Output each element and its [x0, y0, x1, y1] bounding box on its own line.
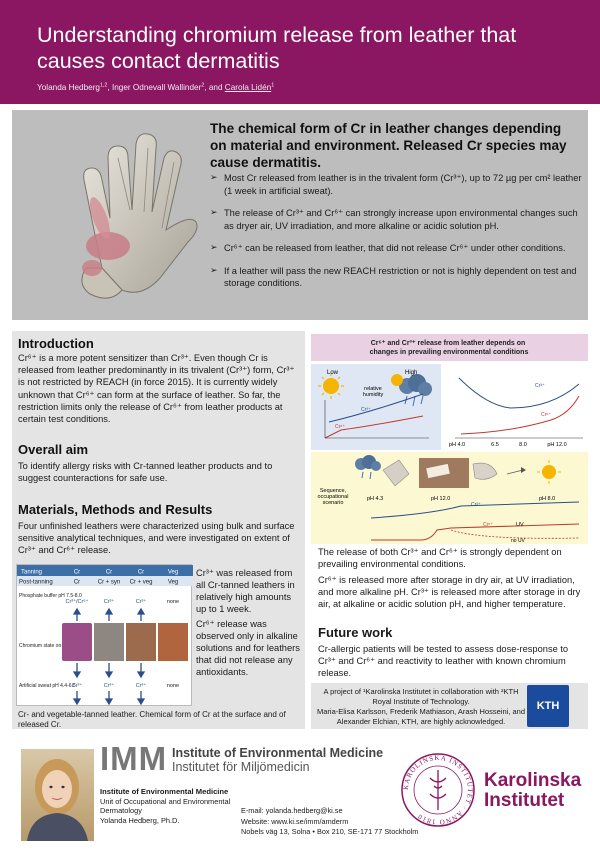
list-item: Most Cr released from leather is in the … [210, 172, 582, 197]
table-cell: Veg [168, 580, 178, 586]
cr6-label: Cr⁶⁺ [483, 522, 493, 528]
cr6-ph-curve [460, 395, 580, 435]
methods-text: Four unfinished leathers were characteri… [18, 521, 295, 556]
leather-swatch [158, 623, 188, 661]
imm-logo: IMM Institute of Environmental Medicine … [100, 740, 384, 777]
leather-table-figure: Tanning Post-tanning Cr Cr Cr Veg Cr Cr … [16, 564, 193, 706]
table-cell: Cr³⁺ [104, 598, 115, 605]
cr3-label: Cr³⁺ [471, 502, 481, 508]
list-item: If a leather will pass the new REACH res… [210, 265, 582, 290]
raincloud-icon [355, 455, 381, 480]
aim-heading: Overall aim [18, 442, 89, 457]
table-cell: Cr [74, 580, 80, 586]
cloud-icon [391, 374, 432, 407]
table-cell: Cr [106, 570, 112, 576]
table-row-header-label: Post-tanning [19, 580, 53, 586]
sun-icon [542, 465, 556, 479]
table-cell: none [167, 599, 179, 605]
left-column: Introduction Cr⁶⁺ is a more potent sensi… [12, 331, 305, 729]
glove-illustration [81, 133, 198, 299]
address: Nobels väg 13, Solna • Box 210, SE-171 7… [241, 827, 419, 836]
author-link[interactable]: Carola Lidén [224, 83, 272, 92]
kth-logo: KTH [527, 685, 569, 727]
uv-label: UV [516, 522, 524, 528]
table-row-label: Chromium state on surface [19, 643, 79, 649]
key-findings-title: The chemical form of Cr in leather chang… [210, 121, 567, 170]
future-work-heading: Future work [318, 625, 393, 640]
glove-icon [382, 459, 410, 487]
table-row-label: Phosphate buffer pH 7.5-8.0 [19, 593, 82, 599]
ph-tick: 6.5 [491, 442, 499, 448]
ph-tick: 8.0 [519, 442, 527, 448]
email-link[interactable]: E-mail: yolanda.hedberg@ki.se [241, 806, 343, 815]
methods-heading: Materials, Methods and Results [18, 502, 213, 517]
cr6-label: Cr⁶⁺ [335, 424, 345, 430]
results-right-text: The release of both Cr³⁺ and Cr⁶⁺ is str… [318, 547, 581, 609]
cr3-humidity-curve [328, 393, 424, 423]
table-cell: Cr³⁺ [104, 682, 115, 689]
cr3-label: Cr³⁺ [361, 407, 371, 413]
table-cell: Cr [74, 570, 80, 576]
table-cell: Cr³⁺ [72, 682, 83, 689]
key-findings-list: Most Cr released from leather is in the … [210, 172, 582, 300]
institute-info: Institute of Environmental Medicine Unit… [100, 787, 231, 825]
table-cell: Cr [138, 570, 144, 576]
sequence-ph: pH 12.0 [431, 496, 450, 502]
sequence-ph: pH 8.0 [539, 496, 555, 502]
author-line: Yolanda Hedberg1,2, Inger Odnevall Walli… [37, 82, 275, 92]
table-cell: Cr³⁺ [136, 598, 147, 605]
sequence-ph: pH 4.3 [367, 496, 383, 502]
table-cell: Cr³⁺ [136, 682, 147, 689]
cr6-humidity-curve [324, 415, 424, 439]
introduction-text: Cr⁶⁺ is a more potent sensitizer than Cr… [18, 353, 295, 425]
leather-swatch [62, 623, 92, 661]
contact-info: E-mail: yolanda.hedberg@ki.se Website: w… [241, 806, 481, 838]
cr6-label: Cr⁶⁺ [541, 412, 551, 418]
website-link[interactable]: Website: www.ki.se/imm/amderm [241, 816, 349, 826]
cr3-label: Cr³⁺ [535, 383, 545, 389]
aim-text: To identify allergy risks with Cr-tanned… [18, 461, 273, 484]
sun-icon [323, 378, 339, 394]
poster-header: Understanding chromium release from leat… [0, 0, 600, 104]
leather-swatch [94, 623, 124, 661]
low-label: Low [327, 370, 339, 376]
poster-title: Understanding chromium release from leat… [37, 23, 517, 73]
author-photo [21, 749, 94, 841]
table-cell: Cr + veg [130, 580, 153, 586]
cr6-sequence-curve [371, 523, 580, 541]
cr3-ph-curve [458, 377, 580, 409]
table-cell: Cr + syn [98, 580, 121, 586]
introduction-heading: Introduction [18, 336, 94, 351]
table-cell: Cr³⁺/Cr⁶⁺ [65, 598, 88, 605]
no-uv-label: no UV [511, 538, 526, 544]
leather-swatch [126, 623, 156, 661]
list-item: The release of Cr³⁺ and Cr⁶⁺ can strongl… [210, 207, 582, 232]
cr3-sequence-curve [370, 501, 580, 519]
table-row-label: Artificial sweat pH 4.4-6.5 [19, 683, 76, 689]
environment-figure: Cr⁶⁺ and Cr³⁺ release from leather depen… [311, 334, 588, 544]
karolinska-name: Karolinska Institutet [484, 770, 582, 811]
list-item: Cr⁶⁺ can be released from leather, that … [210, 242, 582, 255]
table-col-header-label: Tanning [21, 570, 42, 576]
acknowledgement-box: A project of ¹Karolinska Institutet in c… [311, 683, 588, 729]
key-findings-band: The chemical form of Cr in leather chang… [12, 110, 588, 320]
figure-title: Cr⁶⁺ and Cr³⁺ release from leather depen… [370, 340, 529, 356]
table-cell: Veg [168, 570, 178, 576]
ph-tick: pH 12.0 [547, 442, 566, 448]
table-cell: none [167, 683, 179, 689]
acknowledgement-text: A project of ¹Karolinska Institutet in c… [317, 687, 526, 726]
environment-figure-svg: Cr⁶⁺ and Cr³⁺ release from leather depen… [311, 334, 588, 544]
methods-side-text: Cr³⁺ was released from all Cr-tanned lea… [196, 568, 300, 677]
figure-caption: Cr- and vegetable-tanned leather. Chemic… [18, 710, 286, 729]
leather-table-svg: Tanning Post-tanning Cr Cr Cr Veg Cr Cr … [17, 565, 193, 706]
ph-tick: pH 4.0 [449, 442, 465, 448]
future-work-text: Cr-allergic patients will be tested to a… [318, 644, 569, 678]
high-label: High [405, 370, 417, 376]
karolinska-seal: KAROLINSKA INSTITUTET · ANNO 1810 [401, 753, 475, 827]
